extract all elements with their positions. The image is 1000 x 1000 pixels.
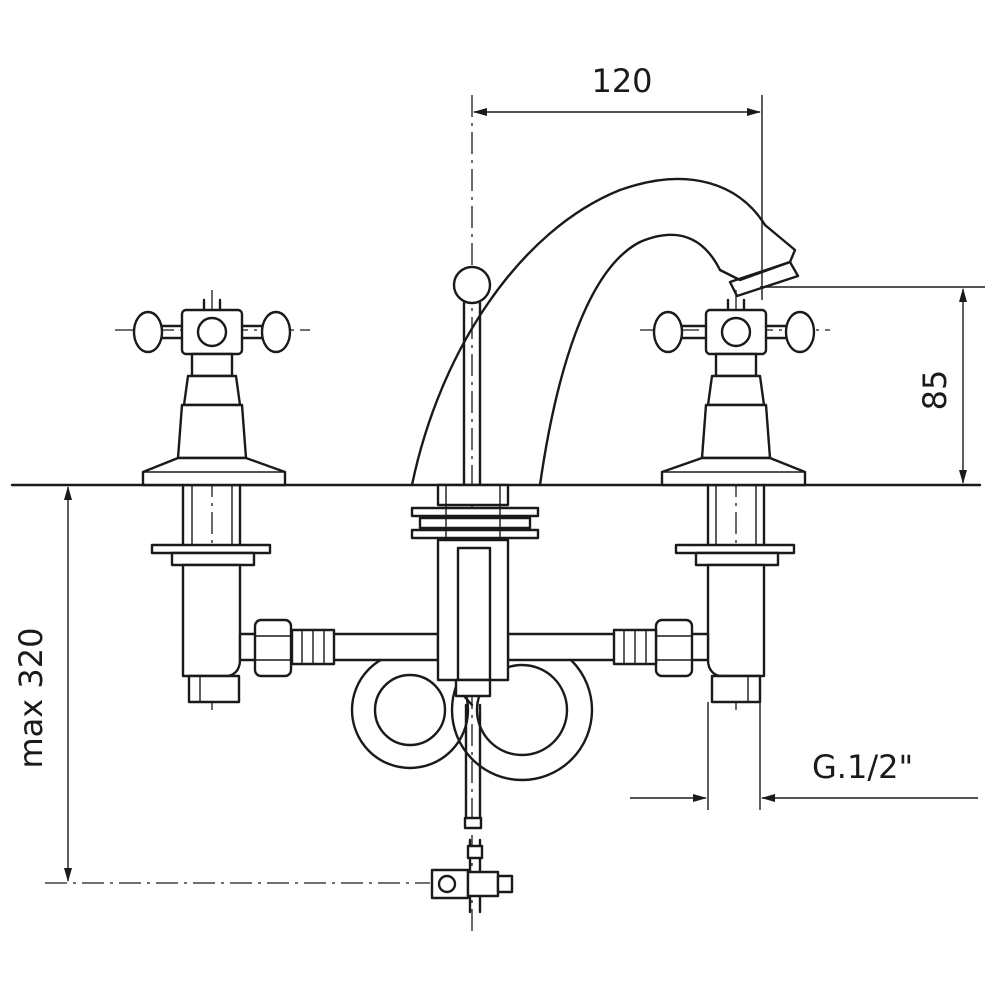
left-valve bbox=[115, 290, 310, 710]
dimension-label-thread: G.1/2" bbox=[812, 748, 913, 786]
dimension-label-max-320: max 320 bbox=[12, 628, 50, 769]
rod-clamp bbox=[430, 838, 514, 914]
dimension-label-85: 85 bbox=[916, 370, 954, 411]
dimension-spout-height: 85 bbox=[760, 286, 985, 484]
dimension-spout-reach: 120 bbox=[473, 62, 763, 300]
dimension-connection-thread: G.1/2" bbox=[630, 702, 978, 810]
right-valve bbox=[640, 290, 830, 710]
dimension-label-120: 120 bbox=[591, 62, 652, 100]
center-mounting-assembly bbox=[410, 483, 540, 830]
popup-rod bbox=[452, 265, 492, 487]
spout bbox=[410, 177, 800, 487]
connecting-pipes bbox=[238, 618, 710, 678]
dimension-max-depth: max 320 bbox=[12, 486, 430, 884]
